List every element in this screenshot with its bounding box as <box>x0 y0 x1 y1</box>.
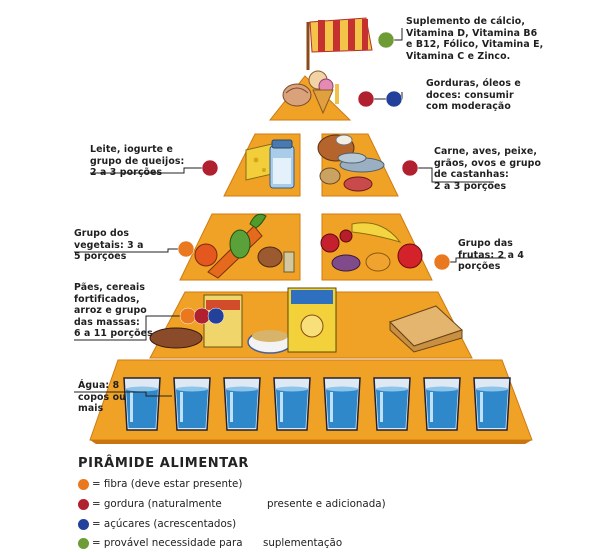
water-glass-icon <box>123 377 161 431</box>
legend-text-extra: suplementação <box>263 537 343 549</box>
label-vegetables-line-3: 5 porções <box>74 251 127 262</box>
legend-text: = fibra (deve estar presente) <box>92 478 243 490</box>
legend-text-extra: presente e adicionada) <box>267 498 386 510</box>
label-water-line-3: mais <box>78 403 104 414</box>
label-fats-line-3: com moderação <box>426 101 511 112</box>
label-supplement-line-2: Vitamina D, Vitamina B6 <box>406 27 538 39</box>
label-fruits-line-2: frutas: 2 a 4 <box>458 249 524 261</box>
label-meat-line-1: Carne, aves, peixe, <box>434 146 538 157</box>
fiber-dot-icon <box>177 240 195 258</box>
water-glass-icon <box>473 377 511 431</box>
label-fats: Gorduras, óleos e doces: consumir com mo… <box>426 78 521 113</box>
fiber-dot-icon <box>78 479 89 490</box>
nutrient-dots <box>177 31 451 325</box>
label-supplement-line-4: Vitamina C e Zinco. <box>406 50 511 62</box>
water-glass-icon <box>273 377 311 431</box>
legend-text: = gordura (naturalmente <box>92 498 222 510</box>
water-glass-icon <box>173 377 211 431</box>
fiber-dot-icon <box>179 307 197 325</box>
label-vegetables: Grupo dos vegetais: 3 a 5 porções <box>74 228 144 263</box>
label-supplement-line-3: e B12, Fólico, Vitamina E, <box>406 39 544 50</box>
fat-dot-icon <box>78 499 89 510</box>
supplement-dot-icon <box>377 31 395 49</box>
label-fats-line-2: doces: consumir <box>426 89 514 101</box>
water-glass-icon <box>423 377 461 431</box>
label-grains-line-1: Pães, cereais <box>74 282 146 293</box>
label-supplement-line-1: Suplemento de cálcio, <box>406 16 525 27</box>
label-fruits: Grupo das frutas: 2 a 4 porções <box>458 238 524 273</box>
label-meat-line-2: grãos, ovos e grupo <box>434 157 542 169</box>
legend-title: PIRÂMIDE ALIMENTAR <box>78 456 250 471</box>
legend-text: = açúcares (acrescentados) <box>92 518 237 530</box>
label-dairy-line-1: Leite, iogurte e <box>90 144 173 155</box>
water-glass-icon <box>323 377 361 431</box>
dairy-icon <box>245 139 295 189</box>
tier-water-shadow <box>90 440 532 444</box>
meat-icon <box>317 134 385 192</box>
label-grains-line-3: arroz e grupo <box>74 305 147 316</box>
label-grains-line-5: 6 a 11 porções <box>74 328 153 339</box>
legend-text: = provável necessidade para <box>92 537 243 549</box>
label-grains-line-2: fortificados, <box>74 293 140 305</box>
fat-dot-icon <box>401 159 419 177</box>
label-meat-line-4: 2 a 3 porções <box>434 180 507 192</box>
sweets-icon <box>282 70 339 115</box>
fiber-dot-icon <box>433 253 451 271</box>
label-fruits-line-1: Grupo das <box>458 238 513 249</box>
label-water-line-1: Água: 8 <box>78 380 120 391</box>
label-vegetables-line-2: vegetais: 3 a <box>74 239 144 251</box>
fat-dot-icon <box>201 159 219 177</box>
label-meat: Carne, aves, peixe, grãos, ovos e grupo … <box>434 146 541 192</box>
label-water: Água: 8 copos ou mais <box>78 380 126 415</box>
label-grains-line-4: das massas: <box>74 316 140 328</box>
fat-dot-icon <box>357 90 375 108</box>
sugar-dot-icon <box>207 307 225 325</box>
supplement-dot-icon <box>78 538 89 549</box>
label-fats-line-1: Gorduras, óleos e <box>426 78 521 89</box>
label-fruits-line-3: porções <box>458 261 501 272</box>
label-dairy-line-3: 2 a 3 porções <box>90 167 163 178</box>
label-grains: Pães, cereais fortificados, arroz e grup… <box>74 282 153 340</box>
water-glass-icon <box>373 377 411 431</box>
supplement-flag-icon <box>306 17 373 70</box>
label-dairy: Leite, iogurte e grupo de queijos: 2 a 3… <box>90 144 184 179</box>
vegetables-icon <box>194 213 295 279</box>
label-meat-line-3: de castanhas: <box>434 169 509 180</box>
label-dairy-line-2: grupo de queijos: <box>90 155 185 167</box>
sugar-dot-icon <box>385 90 403 108</box>
fat-dot-icon <box>193 307 211 325</box>
label-vegetables-line-1: Grupo dos <box>74 228 130 239</box>
label-supplement: Suplemento de cálcio, Vitamina D, Vitami… <box>406 16 543 62</box>
fruits-icon <box>320 222 423 272</box>
water-glass-icon <box>223 377 261 431</box>
water-glasses <box>123 377 511 431</box>
sugar-dot-icon <box>78 519 89 530</box>
label-water-line-2: copos ou <box>78 391 126 403</box>
